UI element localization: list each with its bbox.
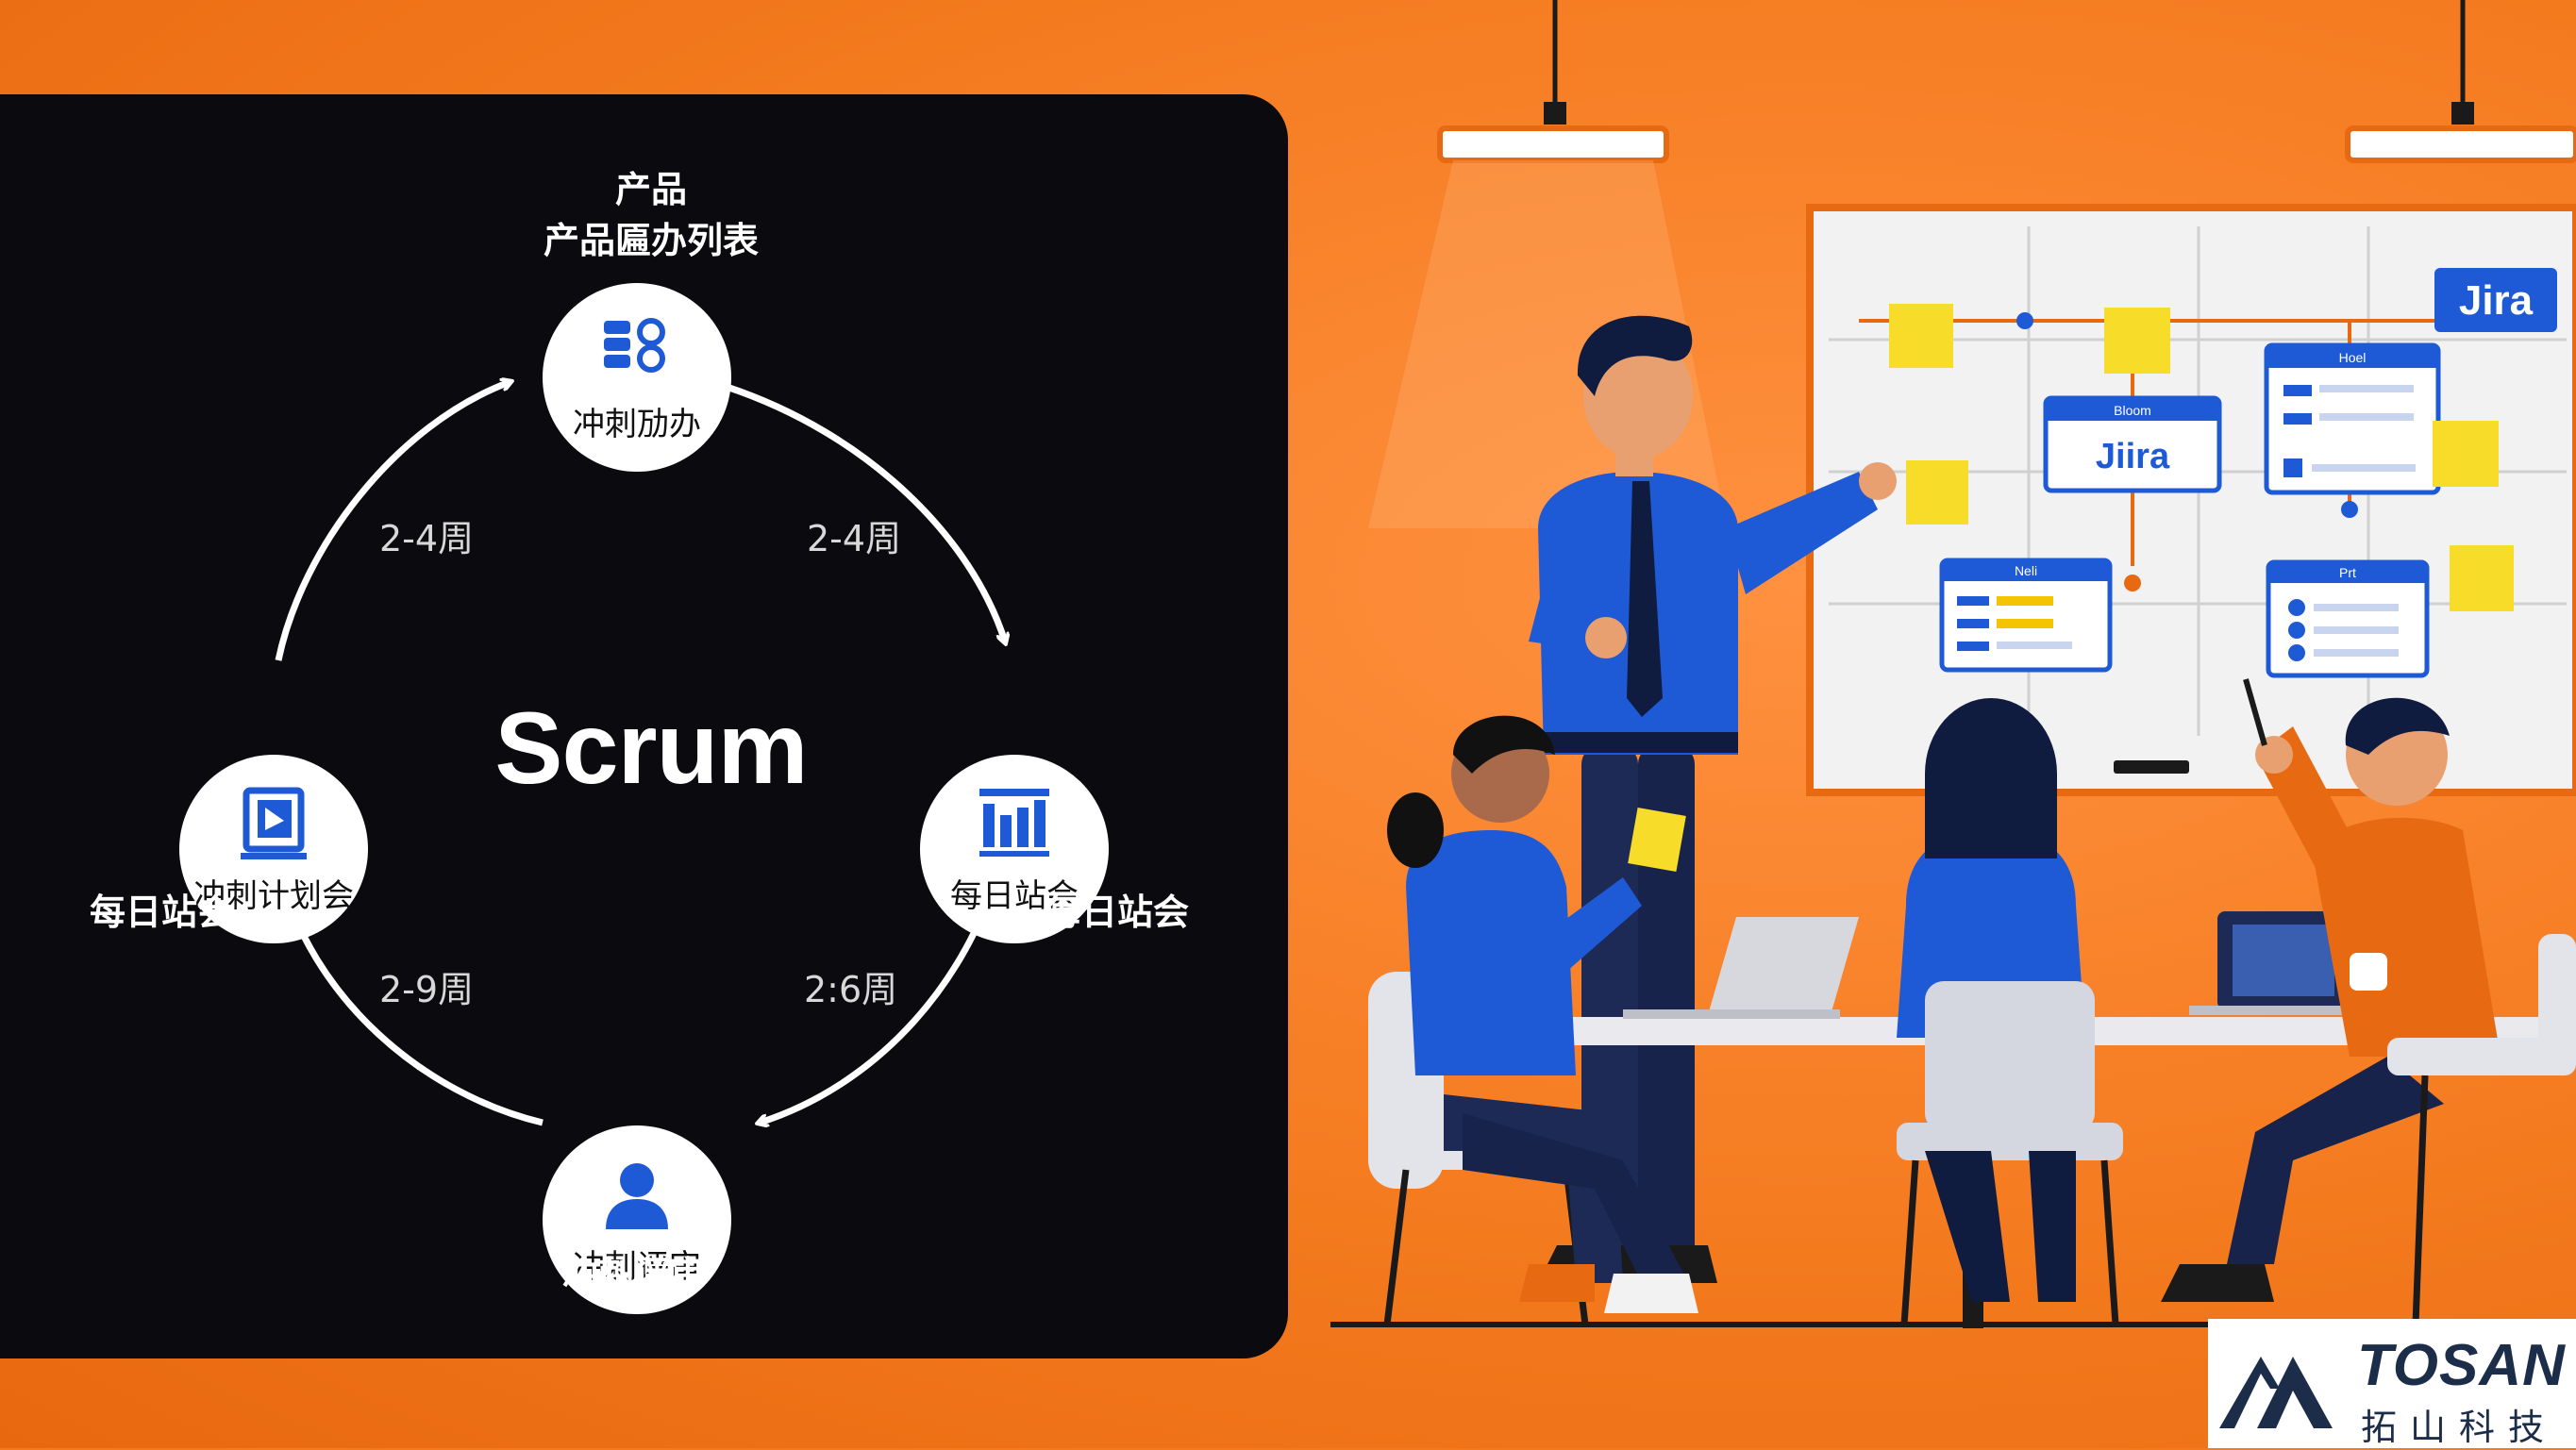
team-meeting-illustration: Jira Bloom Jiira Hoel Neli Prt xyxy=(1330,0,2576,1328)
seated-man-right xyxy=(2161,678,2576,1325)
book-icon xyxy=(241,787,307,859)
node-label-right: 每日站会 xyxy=(950,876,1079,915)
kanban-card-3: Prt xyxy=(2266,559,2430,678)
whiteboard: Jira Bloom Jiira Hoel Neli Prt xyxy=(1806,204,2576,796)
ceiling-lamp-left xyxy=(1368,0,1727,528)
node-sprint-review[interactable]: 冲刺评审 xyxy=(543,1125,731,1314)
mountain-logo-icon xyxy=(2219,1357,2333,1428)
brand-name: TOSAN xyxy=(2357,1333,2566,1398)
kanban-card-1: Hoel xyxy=(2264,342,2441,495)
scrum-cycle-panel: 产品 产品匾办列表 冲刺劢办 每日站会 冲刺评审 xyxy=(0,94,1288,1358)
svg-text:Hoel: Hoel xyxy=(2339,350,2367,365)
node-daily-standup[interactable]: 每日站会 xyxy=(920,755,1109,943)
duration-top-left: 2-4周 xyxy=(379,518,475,559)
node-label-top: 冲刺劢办 xyxy=(573,405,701,443)
jira-logo-text: Jira xyxy=(2459,277,2534,324)
arrow-left-top xyxy=(275,382,510,661)
node-sprint-backlog[interactable]: 冲刺劢办 xyxy=(543,283,731,472)
outer-label-bottom: 冲刺评审 xyxy=(562,1254,707,1295)
database-icon xyxy=(604,317,665,373)
node-label-left: 冲刺计划会 xyxy=(193,876,354,915)
jira-logo-box xyxy=(2434,268,2557,332)
user-icon xyxy=(606,1162,668,1229)
top-caption-line2: 产品匾办列表 xyxy=(543,220,759,261)
top-caption-line1: 产品 xyxy=(614,169,687,210)
node-sprint-planning[interactable]: 冲刺计划会 xyxy=(179,755,368,943)
seated-woman-left xyxy=(1368,715,1698,1325)
outer-label-left: 每日站会 xyxy=(90,892,234,933)
brand-logo: TOSAN 拓山科技 xyxy=(2208,1319,2576,1448)
outer-label-right: 每日站会 xyxy=(1045,892,1190,933)
sticky-notes xyxy=(1889,304,2514,611)
laptop-left xyxy=(1623,917,1859,1019)
svg-text:Bloom: Bloom xyxy=(2114,403,2151,418)
bar-chart-icon xyxy=(979,788,1049,857)
duration-bottom-left: 2-9周 xyxy=(379,969,475,1010)
svg-text:Prt: Prt xyxy=(2339,565,2356,580)
kanban-card-2: Neli xyxy=(1939,558,2113,673)
arrow-top-right xyxy=(725,383,1005,642)
center-title: Scrum xyxy=(494,691,808,805)
node-label-bottom: 冲刺评审 xyxy=(573,1247,701,1286)
svg-text:Neli: Neli xyxy=(2015,563,2037,578)
duration-bottom-right: 2:6周 xyxy=(804,969,898,1010)
jira-card-text: Jiira xyxy=(2096,437,2170,476)
seated-woman-back xyxy=(1897,698,2123,1325)
brand-subtitle: 拓山科技 xyxy=(2361,1407,2558,1448)
ceiling-lamp-right xyxy=(2345,0,2576,163)
duration-top-right: 2-4周 xyxy=(807,518,902,559)
